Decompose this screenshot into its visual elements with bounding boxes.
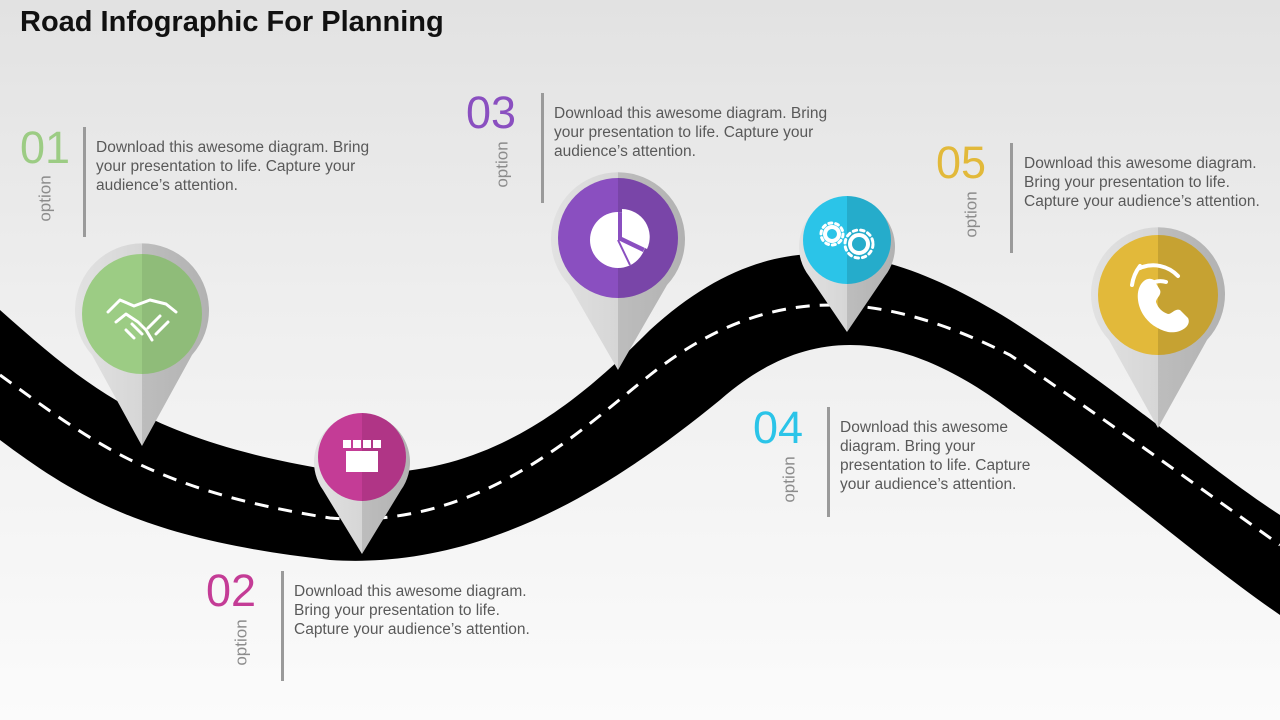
option-number: 03 <box>466 87 517 138</box>
pin-05 <box>1091 227 1225 428</box>
option-description: Download this awesome diagram. Bring you… <box>294 583 530 638</box>
pin-01 <box>75 243 209 446</box>
option-description: Download this awesome diagram. Bring you… <box>554 105 828 160</box>
page-title: Road Infographic For Planning <box>20 6 444 38</box>
option-description: Download this awesome diagram. Bring you… <box>840 419 1031 493</box>
option-number: 05 <box>936 137 987 188</box>
option-label: option <box>961 191 981 238</box>
option-number: 04 <box>753 402 804 453</box>
road-center-line <box>0 303 1280 547</box>
pin-02 <box>314 413 411 554</box>
handshake-icon <box>106 298 178 342</box>
pie-chart-icon <box>590 209 650 268</box>
option-label: option <box>35 175 55 222</box>
option-divider <box>83 127 86 237</box>
option-divider <box>827 407 830 517</box>
phone-icon <box>1130 263 1189 333</box>
pin-03 <box>551 172 685 370</box>
option-label: option <box>492 141 512 188</box>
option-label: option <box>779 456 799 503</box>
pin-04 <box>798 196 895 332</box>
option-divider <box>1010 143 1013 253</box>
box-icon <box>343 440 381 472</box>
option-label: option <box>231 619 251 666</box>
option-description: Download this awesome diagram. Bring you… <box>1024 155 1260 210</box>
gears-icon <box>819 221 875 260</box>
option-number: 02 <box>206 565 257 616</box>
option-divider <box>281 571 284 681</box>
option-number: 01 <box>20 122 71 173</box>
option-description: Download this awesome diagram. Bring you… <box>96 139 370 194</box>
road <box>0 253 1280 615</box>
option-divider <box>541 93 544 203</box>
